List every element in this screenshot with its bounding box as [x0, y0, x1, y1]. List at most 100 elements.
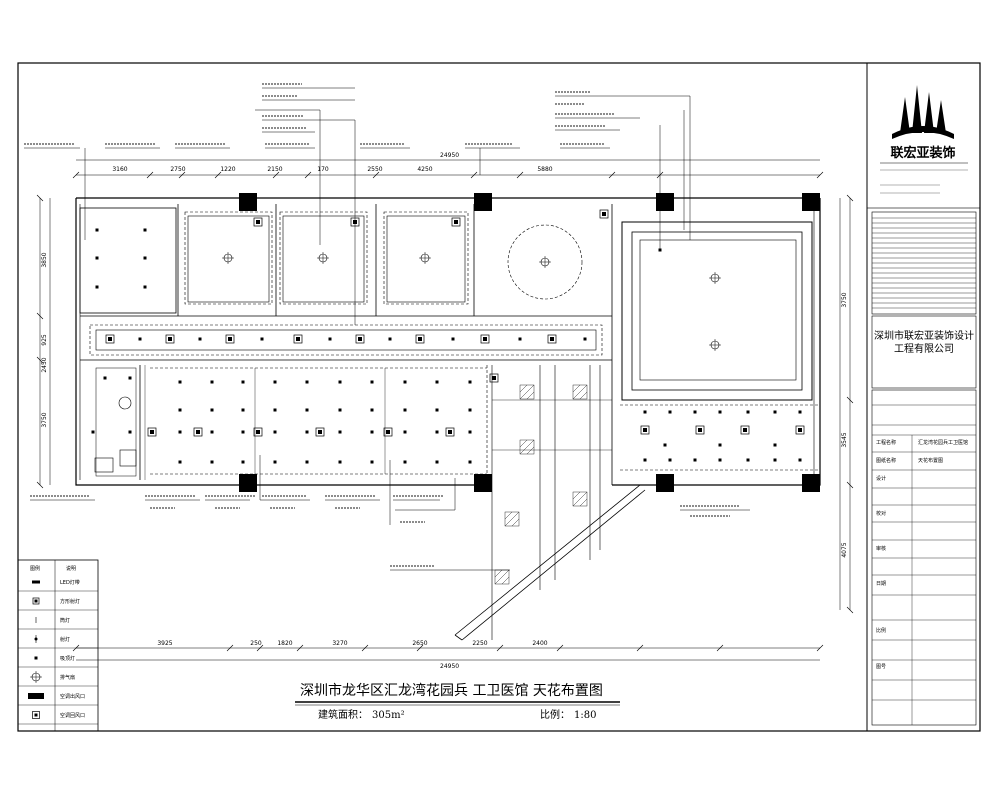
- ceiling-dot-light: [468, 380, 472, 384]
- ceiling-dot-light: [338, 460, 342, 464]
- ceiling-dot-light: [103, 376, 107, 380]
- ceiling-dot-light: [210, 408, 214, 412]
- ceiling-dot-light: [338, 430, 342, 434]
- designer-label: 设计: [876, 475, 886, 482]
- square-downlight: [225, 334, 235, 344]
- top-dimension: 3160: [112, 166, 127, 173]
- top-dimension: 170: [317, 166, 329, 173]
- legend-item-label: 射灯: [60, 636, 70, 643]
- ceiling-dot-light: [668, 458, 672, 462]
- scale-label: 比例：: [540, 708, 570, 721]
- ceiling-dot-light: [583, 337, 587, 341]
- square-downlight: [147, 427, 157, 437]
- right-dimension: 3750: [841, 292, 848, 307]
- left-dimension: 2450: [41, 357, 48, 372]
- ceiling-dot-light: [178, 430, 182, 434]
- ceiling-dot-light: [468, 460, 472, 464]
- ceiling-dot-light: [138, 337, 142, 341]
- square-downlight: [489, 373, 499, 383]
- ceiling-dot-light: [518, 337, 522, 341]
- square-downlight: [547, 334, 557, 344]
- company-logo-text: 联宏亚装饰: [890, 145, 955, 161]
- ceiling-dot-light: [143, 256, 147, 260]
- drawing-title: 深圳市龙华区汇龙湾花园兵 工卫医馆 天花布置图: [300, 682, 603, 699]
- ceiling-dot-light: [305, 408, 309, 412]
- ceiling-dot-light: [241, 380, 245, 384]
- ac-vent: [94, 457, 114, 473]
- ceiling-dot-light: [746, 410, 750, 414]
- approver-label: 审核: [876, 545, 886, 552]
- ceiling-dot-light: [370, 430, 374, 434]
- square-downlight: [105, 334, 115, 344]
- hatched-panels: [494, 384, 588, 585]
- top-dimension: 5880: [537, 166, 552, 173]
- left-dimension: 925: [41, 334, 48, 346]
- bottom-dimension: 3270: [332, 640, 347, 647]
- ceiling-dot-light: [718, 410, 722, 414]
- ceiling-dot-light: [403, 430, 407, 434]
- checker-label: 校对: [876, 510, 886, 517]
- ceiling-dot-light: [128, 376, 132, 380]
- ceiling-dot-light: [95, 285, 99, 289]
- left-dimension: 3750: [41, 412, 48, 427]
- square-downlight: [795, 425, 805, 435]
- square-downlight: [740, 425, 750, 435]
- company-logo: [892, 85, 954, 139]
- exhaust-fan: [118, 396, 132, 410]
- legend-item-label: 方形射灯: [60, 598, 80, 605]
- legend-header-symbol: 图例: [30, 565, 40, 572]
- dimension-ticks: [36, 171, 854, 652]
- bottom-dimension: 2250: [472, 640, 487, 647]
- ceiling-dot-light: [451, 337, 455, 341]
- ceiling-dot-light: [370, 460, 374, 464]
- ac-return: [119, 449, 137, 467]
- ceiling-dot-light: [305, 460, 309, 464]
- structural-columns: [239, 193, 820, 492]
- square-downlight: [383, 427, 393, 437]
- square-downlight: [695, 425, 705, 435]
- ceiling-dot-light: [435, 460, 439, 464]
- ceiling-dot-light: [435, 430, 439, 434]
- ceiling-dot-light: [773, 410, 777, 414]
- legend-item-label: 吸顶灯: [60, 655, 75, 662]
- top-dimension: 1220: [220, 166, 235, 173]
- legend-header-name: 说明: [66, 565, 76, 572]
- bottom-dimension: 250: [250, 640, 262, 647]
- ceiling-dot-light: [338, 408, 342, 412]
- ceiling-dot-light: [403, 460, 407, 464]
- top-dimension: 2550: [367, 166, 382, 173]
- square-downlight: [445, 427, 455, 437]
- area-value: 305m²: [372, 710, 405, 721]
- square-downlight: [315, 427, 325, 437]
- ceiling-dot-light: [273, 380, 277, 384]
- project-label: 工程名称: [876, 439, 896, 446]
- ceiling-dot-light: [210, 460, 214, 464]
- sheet-border: [17, 62, 981, 732]
- ceiling-dot-light: [798, 458, 802, 462]
- ceiling-fixtures: [91, 209, 805, 473]
- ceiling-dot-light: [260, 337, 264, 341]
- ceiling-dot-light: [668, 410, 672, 414]
- ceiling-dot-light: [370, 408, 374, 412]
- ceiling-dot-light: [468, 430, 472, 434]
- bottom-dimension: 2400: [532, 640, 547, 647]
- bottom-dimension: 3925: [157, 640, 172, 647]
- ceiling-dot-light: [273, 408, 277, 412]
- cad-annotation-notes: [24, 83, 740, 567]
- top-dimension: 2750: [170, 166, 185, 173]
- ceiling-dot-light: [178, 408, 182, 412]
- drawing-title-block: 深圳市龙华区汇龙湾花园兵 工卫医馆 天花布置图 建筑面积： 305m² 比例： …: [295, 682, 620, 721]
- ceiling-dot-light: [718, 458, 722, 462]
- bottom-dimension: 2650: [412, 640, 427, 647]
- ceiling-dot-light: [210, 380, 214, 384]
- scale-label-block: 比例: [876, 627, 886, 634]
- number-label: 图号: [876, 664, 886, 670]
- ceiling-dot-light: [198, 337, 202, 341]
- title-block-ruled-lines: [872, 217, 976, 309]
- left-dimension: 3850: [41, 252, 48, 267]
- square-downlight: [355, 334, 365, 344]
- ceiling-dot-light: [746, 458, 750, 462]
- ceiling-dot-light: [328, 337, 332, 341]
